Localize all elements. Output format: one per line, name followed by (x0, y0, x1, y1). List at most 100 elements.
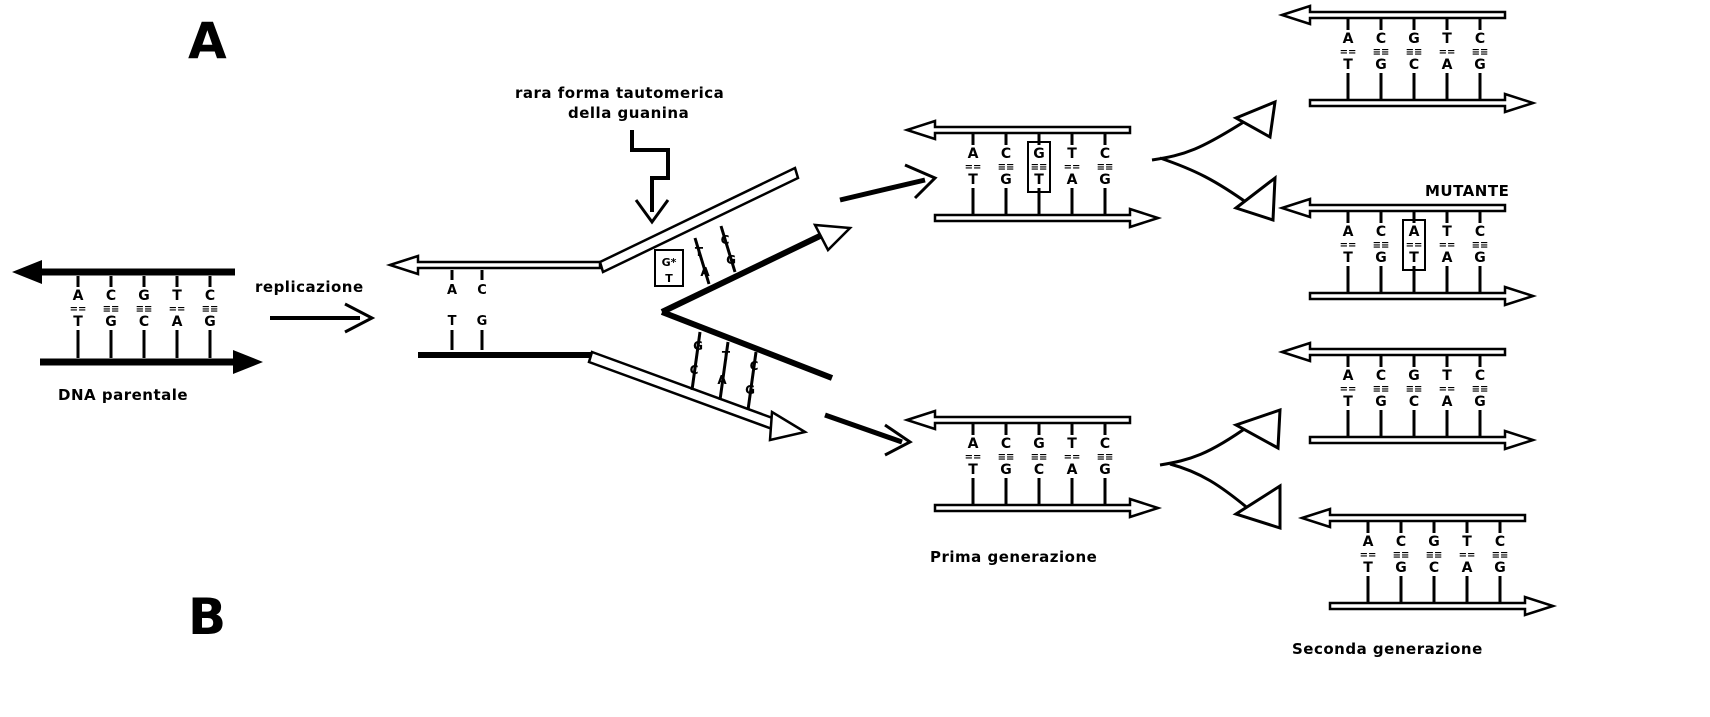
strand-bottom (935, 499, 1158, 517)
to-gen1-lower-arrow (825, 415, 910, 455)
base-top: C (1100, 436, 1110, 452)
base-bottom: C (1429, 560, 1439, 576)
base-bottom: A (172, 314, 183, 330)
fork-upper-base-top: T (695, 245, 704, 259)
duplex-parent: A==TC≡≡GG≡≡CT==AC≡≡G (12, 260, 263, 374)
base-top: C (205, 288, 215, 304)
strand-bottom (1310, 94, 1533, 112)
base-bottom: G (1000, 462, 1012, 478)
duplex-gen2_3: A==TC≡≡GG≡≡CT==AC≡≡G (1282, 343, 1533, 449)
base-bottom: G (1395, 560, 1407, 576)
base-top: T (1462, 534, 1472, 550)
base-bottom: A (1067, 462, 1078, 478)
duplex-gen2_2_mutant: A==TC≡≡GA==TT==AC≡≡G (1282, 199, 1533, 305)
strand-top (1282, 6, 1505, 24)
base-bottom: G (105, 314, 117, 330)
base-top: A (1363, 534, 1374, 550)
strand-top (907, 121, 1130, 139)
base-top: A (1409, 224, 1420, 240)
duplex-group: A==TC≡≡GG≡≡CT==AC≡≡GA==TC≡≡GG≡≡TT==AC≡≡G… (12, 6, 1553, 615)
base-top: T (1067, 146, 1077, 162)
strand-bottom (40, 350, 263, 374)
base-top: C (1100, 146, 1110, 162)
strand-top (12, 260, 235, 284)
strand-bottom (935, 209, 1158, 227)
strand-bottom (1310, 287, 1533, 305)
base-top: T (172, 288, 182, 304)
base-bottom: A (1442, 394, 1453, 410)
base-bottom: G (1000, 172, 1012, 188)
base-top: A (1343, 31, 1354, 47)
strand-top (1282, 343, 1505, 361)
base-bottom: A (1067, 172, 1078, 188)
base-bottom: A (1462, 560, 1473, 576)
fork-upper-base-top: C (721, 233, 730, 247)
fork-mispair-g: G* (662, 256, 677, 269)
fork-base-top: A (447, 283, 457, 298)
duplex-gen2_1: A==TC≡≡GG≡≡CT==AC≡≡G (1282, 6, 1533, 112)
base-bottom: T (1343, 57, 1353, 73)
base-bottom: T (968, 462, 978, 478)
fork-lower-base-bottom: G (745, 383, 755, 397)
base-top: G (138, 288, 150, 304)
base-top: C (1001, 436, 1011, 452)
to-gen1-upper-arrow (840, 165, 935, 200)
fork-base-top: C (477, 283, 487, 298)
base-bottom: C (1409, 394, 1419, 410)
base-bottom: G (204, 314, 216, 330)
base-bottom: G (1474, 250, 1486, 266)
base-top: G (1408, 368, 1420, 384)
base-top: C (106, 288, 116, 304)
base-top: G (1033, 436, 1045, 452)
fork-lower-base-bottom: C (690, 363, 699, 377)
duplex-gen1_lower: A==TC≡≡GG≡≡CT==AC≡≡G (907, 411, 1158, 517)
base-bottom: A (1442, 57, 1453, 73)
fork-strand-top (390, 256, 600, 274)
base-top: C (1495, 534, 1505, 550)
base-bottom: G (1474, 394, 1486, 410)
base-top: A (968, 146, 979, 162)
base-top: T (1442, 31, 1452, 47)
strand-top (907, 411, 1130, 429)
fork-lower-base-top: T (722, 349, 731, 363)
strand-top (1302, 509, 1525, 527)
generation-branches (1152, 102, 1280, 528)
base-top: A (968, 436, 979, 452)
fork-base-bottom: G (477, 314, 488, 329)
base-bottom: G (1494, 560, 1506, 576)
base-top: G (1033, 146, 1045, 162)
fork-mispair-t: T (665, 272, 673, 285)
base-top: C (1376, 224, 1386, 240)
strand-top (1282, 199, 1505, 217)
fork-base-bottom: T (448, 314, 457, 329)
base-bottom: G (1375, 57, 1387, 73)
base-bottom: C (139, 314, 149, 330)
base-top: C (1475, 31, 1485, 47)
base-bottom: T (1363, 560, 1373, 576)
duplex-gen1_upper: A==TC≡≡GG≡≡TT==AC≡≡G (907, 121, 1158, 227)
strand-bottom (1310, 431, 1533, 449)
base-top: T (1442, 368, 1452, 384)
replication-arrow (270, 304, 372, 332)
base-bottom: T (1343, 394, 1353, 410)
base-top: G (1428, 534, 1440, 550)
fork-upper-base-bottom: G (726, 253, 736, 267)
fork-lower-base-bottom: A (717, 373, 727, 387)
base-bottom: G (1474, 57, 1486, 73)
base-bottom: T (1343, 250, 1353, 266)
base-top: A (1343, 368, 1354, 384)
base-bottom: G (1375, 394, 1387, 410)
tautomer-pointer-arrow (632, 130, 668, 222)
base-top: C (1475, 224, 1485, 240)
base-top: A (73, 288, 84, 304)
fork-lower-daughter (662, 312, 832, 378)
base-bottom: G (1099, 172, 1111, 188)
base-top: C (1001, 146, 1011, 162)
strand-bottom (1330, 597, 1553, 615)
duplex-gen2_4: A==TC≡≡GG≡≡CT==AC≡≡G (1302, 509, 1553, 615)
fork-lower-base-top: C (750, 359, 759, 373)
base-top: C (1475, 368, 1485, 384)
